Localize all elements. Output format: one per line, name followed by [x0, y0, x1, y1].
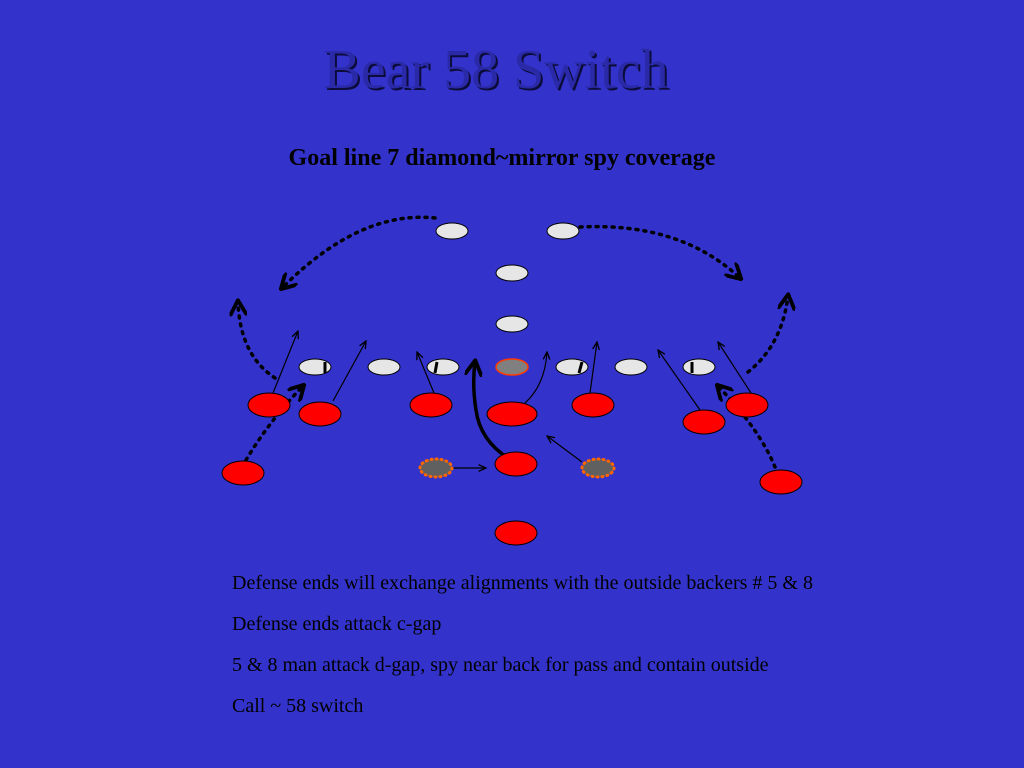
defender [409, 392, 453, 418]
contain-route [746, 296, 788, 374]
defender [486, 401, 538, 427]
offense-player [682, 358, 716, 376]
defender [494, 451, 538, 477]
notes-list: Defense ends will exchange alignments wi… [232, 571, 813, 735]
offense-player [435, 222, 469, 240]
attack-arrow [272, 331, 298, 394]
offense-player [614, 358, 648, 376]
offense-player [367, 358, 401, 376]
spy-route [474, 362, 509, 460]
offense-player [298, 358, 332, 376]
attack-arrow [332, 341, 366, 402]
coverage-route [578, 224, 740, 278]
defender [247, 392, 291, 418]
offense-player [495, 264, 529, 282]
slide-title: Bear 58 Switch [323, 39, 669, 101]
defender [682, 409, 726, 435]
center-player [495, 358, 529, 376]
defender [571, 392, 615, 418]
attack-arrow [658, 350, 701, 411]
offense-player [426, 358, 460, 376]
defender [725, 392, 769, 418]
exchange-route [244, 386, 303, 462]
attack-arrow [524, 352, 547, 404]
spy-arrow [547, 436, 583, 463]
attack-arrow [417, 352, 435, 394]
blitz-marker [580, 457, 616, 479]
offense-player [495, 315, 529, 333]
attack-arrow [589, 342, 597, 394]
exchange-route [718, 386, 777, 469]
offense-player [546, 222, 580, 240]
note-item: Call ~ 58 switch [232, 695, 364, 717]
defender [298, 401, 342, 427]
block-mark [577, 361, 584, 374]
defender [494, 520, 538, 546]
contain-route [238, 302, 277, 380]
offense-player [555, 358, 589, 376]
note-item: Defense ends will exchange alignments wi… [232, 572, 813, 594]
note-item: Defense ends attack c-gap [232, 613, 442, 635]
slide-subtitle: Goal line 7 diamond~mirror spy coverage [288, 145, 716, 171]
note-item: 5 & 8 man attack d-gap, spy near back fo… [232, 654, 769, 676]
blitz-marker [418, 457, 454, 479]
defender [221, 460, 265, 486]
defender [759, 469, 803, 495]
block-mark [433, 361, 439, 374]
attack-arrow [718, 342, 752, 394]
coverage-route [282, 215, 437, 288]
